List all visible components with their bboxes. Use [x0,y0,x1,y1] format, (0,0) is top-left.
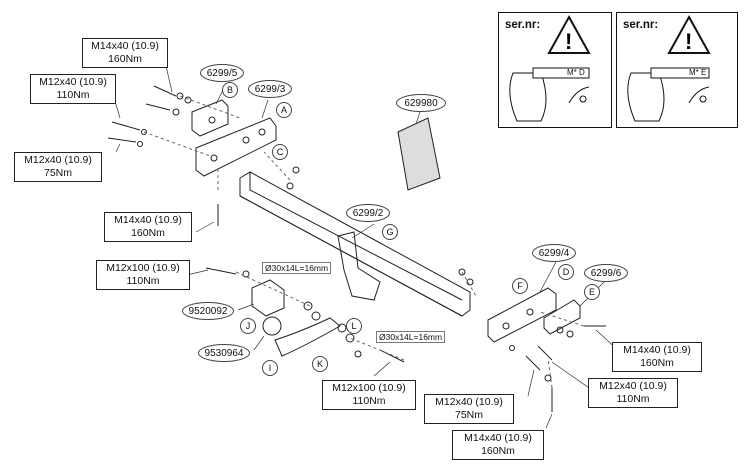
bolt-spec-box: M12x40 (10.9) 75Nm [14,152,102,182]
serial-warning-panel-right: ser.nr: ! M* E [616,12,738,128]
callout-l: L [346,318,362,334]
bolt-spec-box: M12x40 (10.9) 75Nm [424,394,514,424]
bolt-spec-box: M14x40 (10.9) 160Nm [612,342,702,372]
spare-plate-629980 [397,117,441,191]
warning-triangle-icon: ! [627,14,711,122]
part-9530964: 9530964 [198,344,250,362]
center-hanger [337,231,381,301]
bolt-torque: 160Nm [131,227,165,239]
part-6299-5: 6299/5 [200,64,244,82]
callout-f: F [512,278,528,294]
bolt-spec-box: M14x40 (10.9) 160Nm [452,430,544,460]
svg-text:!: ! [565,29,572,54]
callout-c: C [272,144,288,160]
bolt-size: M12x40 (10.9) [599,380,667,392]
bolt-size: M12x40 (10.9) [435,396,503,408]
bolt-torque: 75Nm [454,409,483,421]
bushing-dimension-label: Ø30x14L=16mm [262,262,332,274]
callout-b: B [222,82,238,98]
serial-number-label: ser.nr: [623,19,659,31]
bolt-torque: 110Nm [56,89,90,101]
fasteners [107,85,606,412]
bolt-spec-box: M12x40 (10.9) 110Nm [588,378,678,408]
callout-k: K [312,356,328,372]
bolt-torque: 110Nm [352,395,386,407]
callout-a: A [276,102,292,118]
bolt-size: M12x40 (10.9) [24,154,92,166]
bolt-torque: 110Nm [126,275,160,287]
bolt-size: M12x40 (10.9) [39,76,107,88]
callout-g: G [382,224,398,240]
bolt-spec-box: M12x100 (10.9) 110Nm [322,380,416,410]
bolt-size: M14x40 (10.9) [623,344,691,356]
serial-number-label: ser.nr: [505,19,541,31]
serial-stamp-text: M* E [689,68,707,77]
bolt-size: M12x100 (10.9) [106,262,180,274]
bolt-size: M12x100 (10.9) [332,382,406,394]
part-6299-2: 6299/2 [346,204,390,222]
callout-d: D [558,264,574,280]
bolt-torque: 160Nm [108,53,142,65]
small-bracket-b [191,99,229,137]
small-bracket-e [543,299,581,335]
bolt-torque: 160Nm [481,445,515,457]
svg-text:!: ! [685,29,692,54]
callout-i: I [262,360,278,376]
bolt-size: M14x40 (10.9) [464,432,532,444]
bolt-spec-box: M12x40 (10.9) 110Nm [30,74,116,104]
warning-triangle-icon: ! [509,14,591,122]
bolt-size: M14x40 (10.9) [91,40,159,52]
bolt-size: M14x40 (10.9) [114,214,182,226]
left-bracket-plate [195,117,277,177]
part-6299-6: 6299/6 [584,264,628,282]
tow-ball [262,316,282,336]
bolt-torque: 110Nm [616,393,650,405]
bolt-torque: 75Nm [43,167,72,179]
bolt-spec-box: M14x40 (10.9) 160Nm [82,38,168,68]
bolt-spec-box: M14x40 (10.9) 160Nm [104,212,192,242]
socket-bracket [251,279,285,317]
bolt-spec-box: M12x100 (10.9) 110Nm [96,260,190,290]
part-629980: 629980 [396,94,446,112]
bushing-dimension-label: Ø30x14L=16mm [376,331,446,343]
serial-warning-panel-left: ser.nr: ! M* D [498,12,612,128]
serial-stamp-text: M* D [567,68,585,77]
part-9520092: 9520092 [182,302,234,320]
part-6299-3: 6299/3 [248,80,292,98]
ball-neck [274,317,341,357]
part-6299-4: 6299/4 [532,244,576,262]
callout-e: E [584,284,600,300]
bolt-torque: 160Nm [640,357,674,369]
callout-j: J [240,318,256,334]
right-bracket-plate [487,287,557,343]
